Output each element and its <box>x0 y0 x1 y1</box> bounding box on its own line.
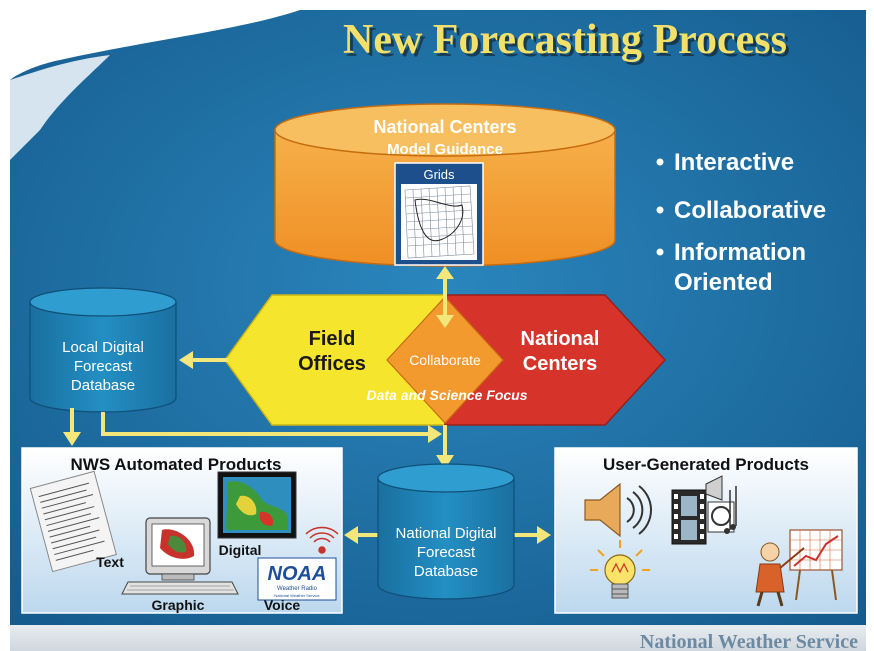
collaboration-hexagon: Field Offices National Centers Collabora… <box>224 294 667 426</box>
national-db-line3: Database <box>414 563 478 580</box>
text-document-icon <box>29 470 117 573</box>
user-panel-title: User-Generated Products <box>603 455 809 474</box>
grids-map-icon <box>401 184 477 260</box>
arrowhead <box>63 432 81 446</box>
multimedia-icon <box>671 475 737 545</box>
collaborate-label: Collaborate <box>409 352 481 368</box>
swoosh-decoration <box>10 10 300 80</box>
presenter-chart-icon <box>755 529 843 607</box>
national-db-line2: Forecast <box>417 544 476 561</box>
arrowhead <box>344 526 358 544</box>
graphic-label: Graphic <box>152 597 205 613</box>
national-db-line1: National Digital <box>396 525 497 542</box>
national-centers-hex-line1: National <box>521 328 600 350</box>
voice-label: Voice <box>264 597 301 613</box>
noaa-weather-radio-logo: NOAA Weather Radio National Weather Serv… <box>257 557 337 601</box>
page-title: New Forecasting Process <box>343 17 787 63</box>
footer-bar <box>10 625 866 651</box>
bullet-dot <box>656 206 664 214</box>
model-guidance-label: Model Guidance <box>387 141 503 158</box>
bullet-list: Interactive Collaborative Information Or… <box>656 149 826 296</box>
swoosh-decoration-2 <box>10 55 110 160</box>
arrowhead <box>428 425 442 443</box>
computer-icon <box>121 517 239 595</box>
bullet-interactive: Interactive <box>674 149 794 176</box>
digital-label: Digital <box>219 542 262 558</box>
radio-waves-icon <box>305 526 339 554</box>
grids-label: Grids <box>423 167 455 182</box>
noaa-logo-subtext: Weather Radio <box>277 586 318 592</box>
arrowhead <box>179 351 193 369</box>
arrowhead <box>537 526 551 544</box>
noaa-logo-subtext2: National Weather Service <box>274 593 320 598</box>
arrowhead <box>436 266 454 279</box>
nws-products-panel: NWS Automated Products Text Graphic <box>21 447 343 614</box>
local-db-line2: Forecast <box>74 358 133 375</box>
nws-panel-title: NWS Automated Products <box>71 455 282 474</box>
bullet-information: Information <box>674 239 806 266</box>
field-offices-line2: Offices <box>298 353 366 375</box>
field-offices-line1: Field <box>309 328 356 350</box>
data-science-focus-label: Data and Science Focus <box>366 387 527 403</box>
bullet-dot <box>656 158 664 166</box>
speaker-icon <box>584 482 652 538</box>
lightbulb-icon <box>590 540 650 599</box>
digital-map-icon <box>217 471 297 539</box>
text-label: Text <box>96 554 124 570</box>
bullet-dot <box>656 248 664 256</box>
arrowhead <box>436 315 454 328</box>
national-centers-title: National Centers <box>373 117 516 137</box>
footer-label: National Weather Service <box>640 631 858 651</box>
national-centers-cylinder: National Centers Model Guidance Grids <box>274 103 616 267</box>
local-db-cylinder: Local Digital Forecast Database <box>29 287 177 413</box>
national-db-cylinder: National Digital Forecast Database <box>377 463 515 600</box>
flow-arrows <box>63 266 551 544</box>
bullet-collaborative: Collaborative <box>674 197 826 224</box>
collaborate-diamond <box>386 296 504 424</box>
grid-lines <box>404 185 475 259</box>
local-db-line3: Database <box>71 377 135 394</box>
national-centers-hex-line2: Centers <box>523 353 597 375</box>
user-products-panel: User-Generated Products <box>554 447 858 614</box>
noaa-logo-text: NOAA <box>268 563 327 585</box>
arrow-localdb-natdb <box>101 412 432 436</box>
title-shadow: New Forecasting Process <box>346 20 790 66</box>
local-db-line1: Local Digital <box>62 339 144 356</box>
arrowhead <box>436 455 454 469</box>
bullet-oriented: Oriented <box>674 269 773 296</box>
